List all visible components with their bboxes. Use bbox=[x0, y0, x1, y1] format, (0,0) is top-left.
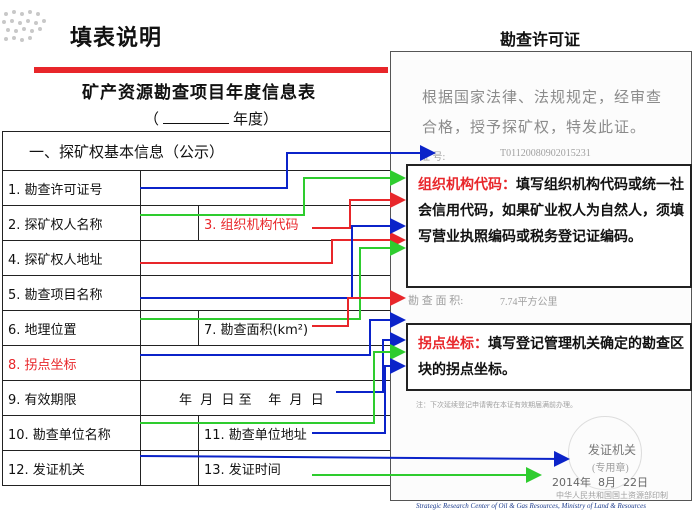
arrow-permit-number bbox=[140, 145, 436, 189]
value-cell bbox=[140, 205, 199, 241]
arrow-validity bbox=[336, 332, 406, 393]
arrow-project-name bbox=[140, 218, 406, 299]
arrow-unit-address bbox=[312, 358, 406, 434]
field-issuer: 12. 发证机关 bbox=[2, 450, 141, 486]
arrow-corner-coords bbox=[140, 312, 406, 356]
dotted-logo-icon bbox=[2, 10, 46, 42]
arrow-holder-name bbox=[140, 170, 406, 216]
callout-org-code-key: 组织机构代码： bbox=[418, 177, 516, 193]
arrow-issuer bbox=[139, 450, 570, 467]
callout-corner-coords: 拐点坐标：填写登记管理机关确定的勘查区块的拐点坐标。 bbox=[406, 323, 692, 391]
field-validity: 9. 有效期限 bbox=[2, 380, 141, 416]
title-divider bbox=[34, 67, 388, 73]
field-holder-name: 2. 探矿权人名称 bbox=[2, 205, 141, 241]
callout-org-code: 组织机构代码：填写组织机构代码或统一社会信用代码，如果矿业权人为自然人，须填写营… bbox=[406, 164, 692, 288]
area-value: 7.74平方公里 bbox=[500, 297, 558, 308]
page-title: 填表说明 bbox=[70, 26, 163, 51]
validity-range: 年 月 日 至 年 月 日 bbox=[140, 380, 405, 416]
value-cell bbox=[140, 310, 199, 346]
info-table: 一、探矿权基本信息（公示） 1. 勘查许可证号 2. 探矿权人名称 3. 组织机… bbox=[2, 131, 405, 486]
form-title: 矿产资源勘查项目年度信息表 bbox=[82, 83, 316, 103]
callout-corner-coords-key: 拐点坐标： bbox=[418, 336, 488, 352]
form-year-line: （ 年度） bbox=[144, 108, 278, 129]
year-blank bbox=[163, 123, 230, 124]
year-suffix: 年度） bbox=[233, 110, 279, 128]
seal-text: (专用章) bbox=[592, 463, 629, 474]
arrow-holder-address bbox=[140, 232, 406, 264]
field-unit-name: 10. 勘查单位名称 bbox=[2, 415, 141, 451]
cert-number: T01120080902015231 bbox=[500, 148, 591, 159]
callout-org-code-text: 填写组织机构代码或统一社会信用代码，如果矿业权人为自然人，须填写营业执照编码或税… bbox=[418, 177, 684, 245]
field-corner-coords: 8. 拐点坐标 bbox=[2, 345, 141, 381]
arrow-unit-name bbox=[140, 344, 406, 424]
permit-title: 勘查许可证 bbox=[500, 30, 581, 49]
callout-corner-coords-text: 填写登记管理机关确定的勘查区块的拐点坐标。 bbox=[418, 336, 684, 378]
section-header: 一、探矿权基本信息（公示） bbox=[2, 131, 405, 171]
permit-line-2: 合格，授予探矿权，特发此证。 bbox=[422, 118, 647, 136]
permit-note: 注：下次延续登记申请需在本证有效期届满前办理。 bbox=[416, 401, 577, 409]
area-label: 勘 查 面 积: bbox=[408, 295, 464, 307]
field-holder-address: 4. 探矿权人地址 bbox=[2, 240, 141, 276]
permit-statement: 根据国家法律、法规规定，经审查 合格，授予探矿权，特发此证。 bbox=[422, 82, 690, 142]
issue-date: 2014年 8月 22日 bbox=[552, 476, 648, 489]
arrow-location bbox=[140, 240, 406, 320]
arrow-org-code bbox=[312, 192, 406, 229]
year-prefix: （ bbox=[144, 110, 160, 128]
arrow-area bbox=[312, 290, 406, 327]
permit-line-1: 根据国家法律、法规规定，经审查 bbox=[422, 88, 663, 106]
ministry-print: 中华人民共和国国土资源部印制 bbox=[556, 491, 668, 500]
issuer-label: 发证机关 bbox=[588, 443, 637, 457]
footer-credit: Strategic Research Center of Oil & Gas R… bbox=[416, 502, 646, 510]
value-cell bbox=[140, 345, 405, 381]
